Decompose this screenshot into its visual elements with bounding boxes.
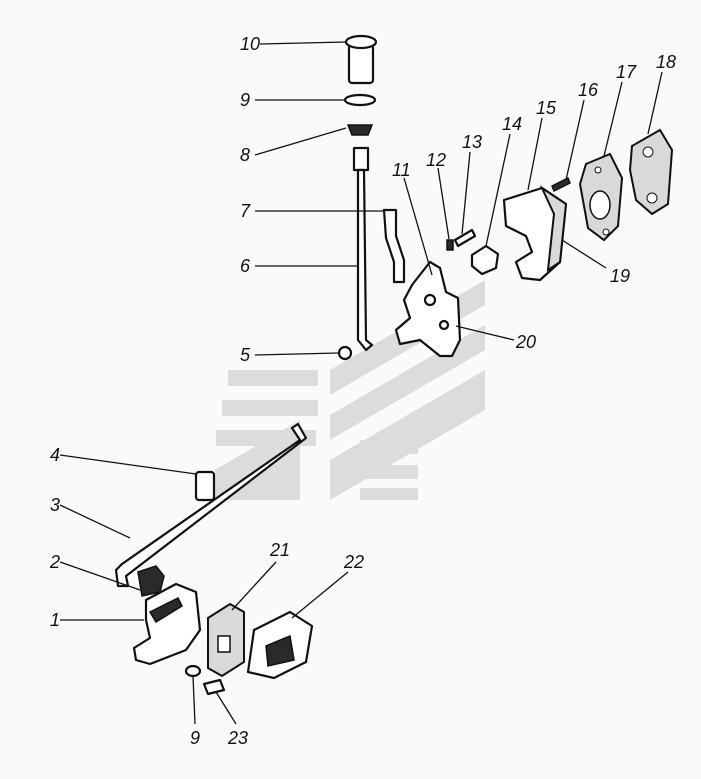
part-5-clip	[337, 345, 353, 361]
part-6-rod	[352, 146, 374, 352]
label-11: 11	[392, 160, 411, 180]
label-17: 17	[616, 62, 637, 82]
part-7-link	[382, 208, 406, 284]
label-23: 23	[227, 728, 248, 748]
leader-lines	[59, 41, 663, 725]
callout-labels: 10 9 8 7 6 5 4 3 2 1 11 12 13 14 15 16 1…	[49, 34, 676, 748]
part-15-lock-housing	[502, 185, 568, 282]
part-13-screw	[453, 228, 477, 248]
part-16-screw	[551, 176, 571, 193]
part-9-washer-top	[343, 93, 377, 107]
label-4: 4	[50, 445, 60, 465]
label-20: 20	[515, 332, 536, 352]
part-4-rod-clip	[194, 470, 216, 502]
label-9-top: 9	[240, 90, 250, 110]
part-12-spring	[446, 239, 454, 251]
label-19: 19	[610, 266, 630, 286]
label-21: 21	[269, 540, 290, 560]
part-17-gasket	[578, 152, 624, 242]
label-8: 8	[240, 145, 250, 165]
part-3-long-rod	[114, 422, 308, 588]
label-14: 14	[502, 114, 522, 134]
label-2: 2	[49, 552, 60, 572]
part-8-clip	[346, 124, 374, 136]
part-2-bracket	[137, 565, 165, 597]
part-14-nut	[470, 244, 500, 276]
label-13: 13	[462, 132, 482, 152]
part-10-lock-button	[344, 34, 378, 85]
chevron-logo-watermark-icon	[215, 280, 485, 500]
label-7: 7	[240, 201, 251, 221]
label-9-bottom: 9	[190, 728, 200, 748]
label-15: 15	[536, 98, 557, 118]
label-18: 18	[656, 52, 676, 72]
label-12: 12	[426, 150, 446, 170]
label-22: 22	[343, 552, 364, 572]
label-3: 3	[50, 495, 60, 515]
part-21-pad	[207, 602, 245, 678]
part-23-screw	[202, 678, 226, 696]
label-6: 6	[240, 256, 251, 276]
label-1: 1	[50, 610, 60, 630]
part-1-inner-handle	[132, 582, 202, 666]
part-9-washer-bottom	[184, 664, 202, 678]
label-10: 10	[240, 34, 260, 54]
label-5: 5	[240, 345, 251, 365]
part-18-plate	[628, 128, 674, 216]
part-11-lock-body	[394, 260, 462, 358]
label-16: 16	[578, 80, 599, 100]
part-22-handle-cover	[246, 610, 314, 680]
